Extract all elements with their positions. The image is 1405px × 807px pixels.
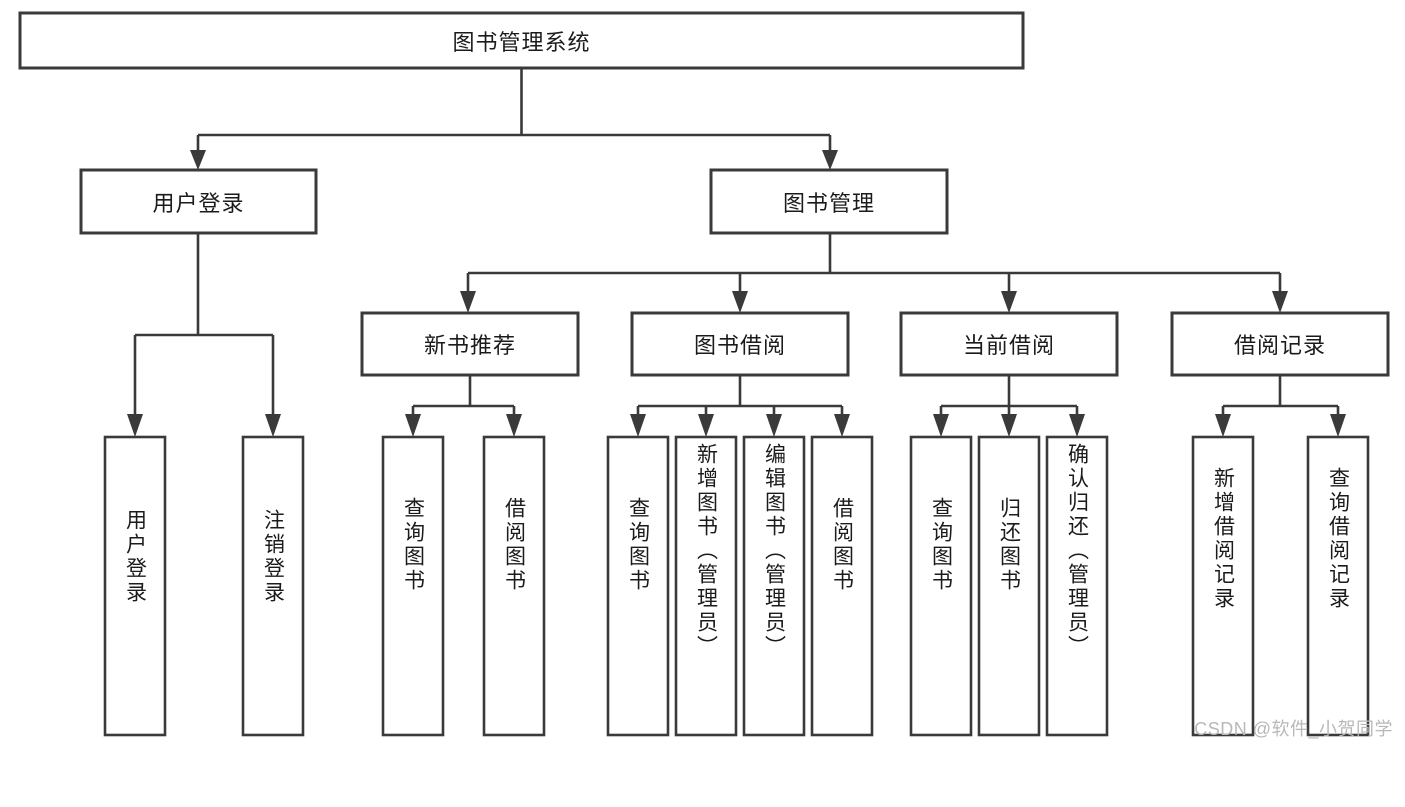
node-box-leaf-query-book-1[interactable]: [381, 435, 445, 737]
arrow-head-newbook-leaf-1: [405, 414, 421, 437]
arrow-head-currentborrow-leaf-1: [933, 414, 949, 437]
node-box-leaf-borrow-book-1[interactable]: [482, 435, 546, 737]
arrow-head-bookborrow: [732, 291, 748, 313]
node-box-leaf-return-book[interactable]: [977, 435, 1041, 737]
arrow-head-newbook: [460, 291, 476, 313]
node-box-borrow-record[interactable]: [1170, 311, 1390, 377]
node-box-new-book-recommend[interactable]: [360, 311, 580, 377]
node-box-leaf-add-borrow-record[interactable]: [1191, 435, 1255, 737]
node-box-leaf-borrow-book-2[interactable]: [810, 435, 874, 737]
node-box-leaf-query-book-3[interactable]: [909, 435, 973, 737]
node-box-current-borrow[interactable]: [899, 311, 1119, 377]
node-box-group: [18, 11, 1390, 737]
arrow-head-userlogin-leaf-2: [265, 414, 281, 437]
arrow-head-bookborrow-leaf-1: [630, 414, 646, 437]
arrow-head-borrowrecord-leaf-2: [1330, 414, 1346, 437]
arrow-head-borrowrecord: [1272, 291, 1288, 313]
node-box-leaf-user-login[interactable]: [103, 435, 167, 737]
node-box-root[interactable]: [18, 11, 1025, 70]
arrow-head-newbook-leaf-2: [506, 414, 522, 437]
arrow-head-bookborrow-leaf-2: [698, 414, 714, 437]
arrow-head-userlogin-leaf-1: [127, 414, 143, 437]
arrow-head-currentborrow: [1001, 291, 1017, 313]
node-box-leaf-confirm-return-admin[interactable]: [1045, 435, 1109, 737]
arrow-head-bookmgmt: [822, 150, 838, 170]
node-box-user-login[interactable]: [79, 168, 318, 235]
arrow-head-currentborrow-leaf-3: [1069, 414, 1085, 437]
diagram-svg: [18, 11, 1390, 737]
arrow-head-userlogin: [190, 150, 206, 170]
node-box-leaf-logout[interactable]: [241, 435, 305, 737]
node-box-book-management[interactable]: [709, 168, 949, 235]
node-box-leaf-query-borrow-record[interactable]: [1306, 435, 1370, 737]
node-box-book-borrow[interactable]: [630, 311, 850, 377]
node-box-leaf-add-book-admin[interactable]: [674, 435, 738, 737]
connector-group: [127, 68, 1346, 437]
node-box-leaf-query-book-2[interactable]: [606, 435, 670, 737]
arrow-head-bookborrow-leaf-3: [766, 414, 782, 437]
arrow-head-currentborrow-leaf-2: [1001, 414, 1017, 437]
arrow-head-borrowrecord-leaf-1: [1215, 414, 1231, 437]
node-box-leaf-edit-book-admin[interactable]: [742, 435, 806, 737]
arrow-head-bookborrow-leaf-4: [834, 414, 850, 437]
flowchart-canvas: 图书管理系统 用户登录 图书管理 新书推荐 图书借阅 当前借阅 借阅记录 用户登…: [18, 11, 1393, 739]
